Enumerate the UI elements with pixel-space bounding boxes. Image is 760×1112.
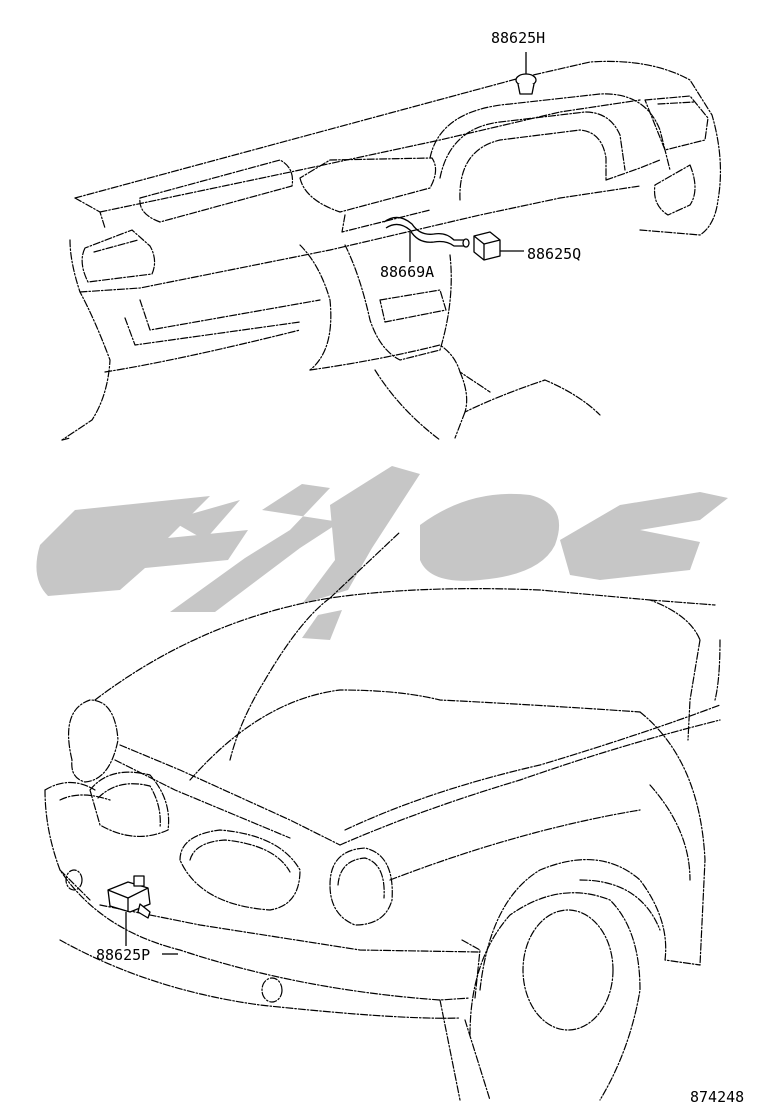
callout-88625p: 88625P [96,946,150,964]
part-88625h-icon[interactable] [515,52,537,95]
logo-watermark [36,466,728,640]
callout-88625h: 88625H [491,29,545,47]
part-88669a-icon[interactable] [383,216,470,262]
dashboard-drawing [61,60,721,441]
part-88625p-icon[interactable] [107,875,178,955]
car-front-drawing [44,531,721,1101]
callout-88625q: 88625Q [527,245,581,263]
part-88625q-icon[interactable] [473,231,524,261]
callout-88669a: 88669A [380,263,434,281]
drawing-number: 874248 [690,1088,744,1106]
